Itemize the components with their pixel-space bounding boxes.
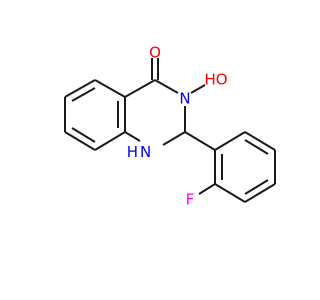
double-bond-inner — [71, 87, 96, 102]
bond-c2-aryl — [184, 131, 216, 151]
double-bond-inner — [244, 179, 269, 195]
bond-c4-n3 — [154, 79, 179, 94]
c-f-bond — [198, 183, 216, 195]
heterocycle-ring — [124, 58, 206, 146]
bond-c4a-c4 — [124, 79, 156, 98]
benzo-ring — [64, 79, 126, 151]
hydroxyl-label: HO — [204, 71, 227, 89]
double-bond-inner — [71, 127, 96, 143]
bond — [94, 131, 126, 151]
double-bond-inner — [244, 139, 269, 155]
bond — [244, 183, 276, 203]
bond — [244, 131, 276, 151]
bond-c2-n1 — [162, 131, 186, 146]
bond — [64, 131, 96, 151]
bond — [64, 79, 96, 98]
carbonyl-oxygen-label: O — [149, 44, 161, 62]
fluorine-label: F — [186, 191, 195, 209]
bond — [214, 183, 246, 203]
bond — [214, 131, 246, 151]
n-hydroxy-bond — [190, 84, 206, 94]
bond — [94, 79, 126, 98]
fluorophenyl-ring — [184, 131, 276, 203]
bond-n1-c8a — [124, 131, 141, 142]
n3-label: N — [179, 90, 190, 108]
